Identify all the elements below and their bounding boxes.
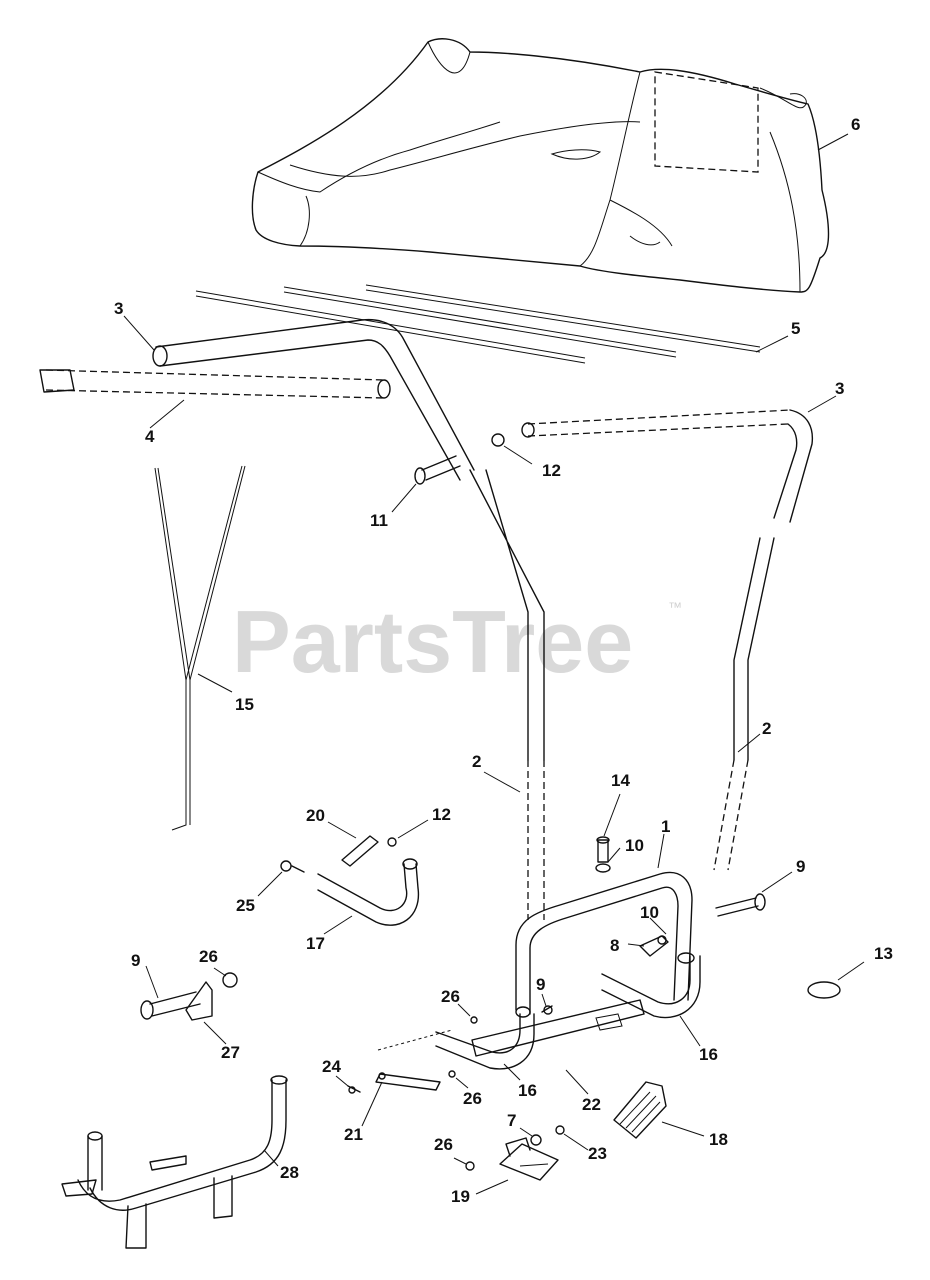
- watermark-trademark: ™: [668, 599, 682, 615]
- callout-10: 10: [625, 836, 644, 855]
- callout-12: 12: [542, 461, 561, 480]
- callout-26: 26: [441, 987, 460, 1006]
- part-bolt-14: [595, 836, 611, 873]
- part-bolt-11: [414, 455, 461, 485]
- callout-1: 1: [661, 817, 670, 836]
- callout-3: 3: [114, 299, 123, 318]
- part-cross-tube: [39, 369, 391, 399]
- part-bag-frame-left: [152, 318, 475, 481]
- part-bracket-27: [185, 981, 213, 1021]
- callout-24: 24: [322, 1057, 341, 1076]
- callout-16: 16: [699, 1045, 718, 1064]
- part-pedal-18: [613, 1081, 667, 1139]
- callout-3: 3: [835, 379, 844, 398]
- callout-9: 9: [536, 975, 545, 994]
- callout-23: 23: [588, 1144, 607, 1163]
- part-grass-bag: [251, 38, 830, 293]
- part-bolt-9-right: [715, 893, 766, 917]
- part-bolt-23: [555, 1125, 565, 1135]
- callout-9: 9: [131, 951, 140, 970]
- part-nut-12: [491, 433, 505, 447]
- part-rods: [195, 284, 761, 364]
- part-bag-frame-right: [521, 409, 814, 523]
- part-bolt-9-left: [140, 991, 201, 1020]
- callout-labels: 6 3 5 4 3 12 11 15 2 2 14 1 10 20 12 9 2…: [114, 115, 893, 1206]
- callout-16: 16: [518, 1081, 537, 1100]
- part-pedal-19: [499, 1137, 559, 1181]
- callout-26: 26: [434, 1135, 453, 1154]
- part-bracket-16-right: [601, 952, 701, 1019]
- part-nut-26-left: [222, 972, 238, 988]
- callout-2: 2: [762, 719, 771, 738]
- part-lower-frame-tubes: [469, 469, 775, 920]
- callout-4: 4: [145, 427, 155, 446]
- part-nut-26-upper: [470, 1016, 478, 1024]
- callout-11: 11: [370, 511, 388, 530]
- callout-12: 12: [432, 805, 451, 824]
- callout-14: 14: [611, 771, 630, 790]
- part-base-frame-28: [61, 1075, 288, 1249]
- callout-26: 26: [199, 947, 218, 966]
- watermark-text: PartsTree: [232, 592, 633, 691]
- callout-5: 5: [791, 319, 800, 338]
- callout-28: 28: [280, 1163, 299, 1182]
- part-retaining-wire: [154, 465, 246, 831]
- part-bolt-9-center: [541, 1005, 553, 1015]
- callout-15: 15: [235, 695, 254, 714]
- callout-9: 9: [796, 857, 805, 876]
- part-nut-26-lower: [465, 1161, 475, 1171]
- part-bracket-16-left: [435, 1013, 535, 1070]
- part-cap-13: [807, 981, 841, 999]
- leader-lines: [123, 133, 865, 1195]
- callout-25: 25: [236, 896, 255, 915]
- callout-27: 27: [221, 1043, 240, 1062]
- callout-6: 6: [851, 115, 860, 134]
- callout-18: 18: [709, 1130, 728, 1149]
- part-nut-7: [530, 1134, 542, 1146]
- part-knob-8: [639, 935, 669, 957]
- callout-7: 7: [507, 1111, 516, 1130]
- part-bolt-25: [280, 860, 305, 873]
- callout-13: 13: [874, 944, 893, 963]
- callout-19: 19: [451, 1187, 470, 1206]
- part-nut-26-middle: [448, 1070, 456, 1078]
- callout-26: 26: [463, 1089, 482, 1108]
- part-bracket-21: [375, 1072, 441, 1091]
- callout-21: 21: [344, 1125, 363, 1144]
- part-main-frame: [515, 871, 693, 1018]
- part-foot-rail: [471, 999, 645, 1057]
- callout-17: 17: [306, 934, 325, 953]
- callout-8: 8: [610, 936, 619, 955]
- part-screw-24: [347, 1085, 361, 1094]
- part-arm-17: [317, 858, 420, 926]
- callout-10: 10: [640, 903, 659, 922]
- callout-20: 20: [306, 806, 325, 825]
- part-clip-20: [341, 835, 397, 867]
- callout-2: 2: [472, 752, 481, 771]
- callout-22: 22: [582, 1095, 601, 1114]
